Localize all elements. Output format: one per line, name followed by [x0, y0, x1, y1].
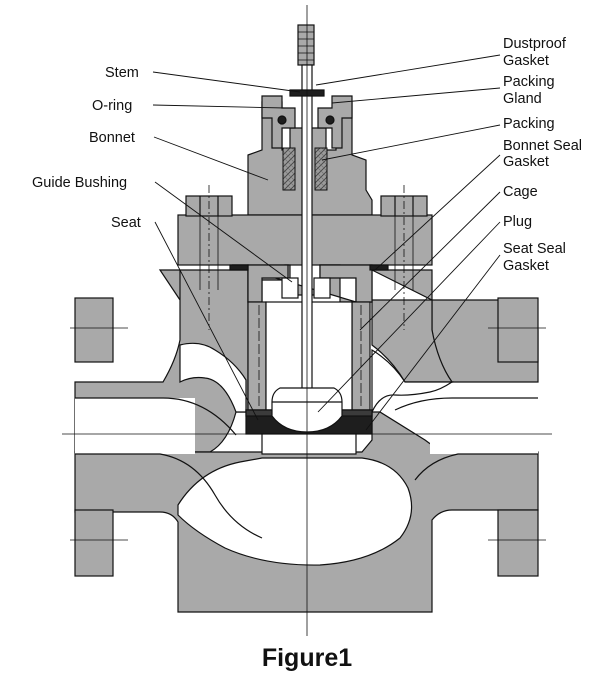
label-plug: Plug	[503, 214, 532, 230]
leader-lines	[152, 54, 501, 431]
leader-seat-seal-gasket	[365, 254, 501, 431]
label-packing-gland-line2: Gland	[503, 91, 542, 107]
valve-body	[74, 269, 539, 613]
label-seat-seal-gasket-line2: Gasket	[503, 258, 549, 274]
leader-plug	[317, 221, 501, 413]
cage-left-wall	[247, 301, 267, 411]
label-cage: Cage	[503, 184, 538, 200]
label-dustproof-gasket-line1: Dustproof	[503, 36, 567, 52]
leader-packing-gland	[331, 87, 501, 104]
packing	[282, 147, 328, 191]
leader-cage	[359, 191, 501, 331]
bonnet-bolts	[185, 185, 428, 330]
leader-bonnet	[153, 136, 269, 181]
label-o-ring: O-ring	[92, 98, 132, 114]
label-seat-seal-gasket-line1: Seat Seal	[503, 241, 566, 257]
leader-guide-bushing	[154, 181, 293, 283]
label-bonnet: Bonnet	[89, 130, 135, 146]
leader-packing	[321, 124, 501, 161]
label-seat: Seat	[111, 215, 141, 231]
label-guide-bushing: Guide Bushing	[32, 175, 127, 191]
figure-caption: Figure1	[262, 644, 352, 672]
labels: Stem O-ring Bonnet Guide Bushing Seat Du…	[32, 36, 582, 672]
leader-stem	[152, 71, 301, 93]
left-flange-lower	[74, 509, 114, 577]
stem-threaded-end	[297, 24, 315, 66]
center-lines	[62, 5, 552, 636]
label-dustproof-gasket-line2: Gasket	[503, 53, 549, 69]
label-packing-gland-line1: Packing	[503, 74, 555, 90]
leader-bonnet-seal-gasket	[374, 154, 501, 271]
leader-seat	[154, 221, 259, 421]
label-packing: Packing	[503, 116, 555, 132]
right-flange-upper	[497, 297, 539, 363]
bonnet-seal-gasket-right	[369, 264, 389, 271]
label-stem: Stem	[105, 65, 139, 81]
label-bonnet-seal-gasket-line2: Gasket	[503, 154, 549, 170]
packing-gland	[261, 95, 353, 149]
left-flange-upper	[74, 297, 114, 363]
leader-o-ring	[152, 104, 286, 109]
leader-dustproof-gasket	[315, 54, 501, 86]
right-flange-lower	[497, 509, 539, 577]
bonnet-seal-gasket-left	[229, 264, 249, 271]
label-bonnet-seal-gasket-line1: Bonnet Seal	[503, 138, 582, 154]
guide-bushing	[281, 277, 331, 299]
